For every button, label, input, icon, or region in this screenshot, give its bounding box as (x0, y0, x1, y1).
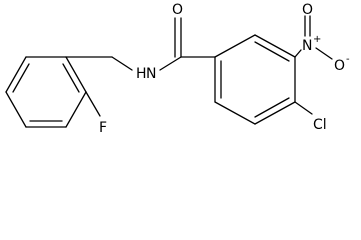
nitro-oxygen-single-bond (315, 47, 333, 60)
ch2-n-bond (111, 56, 133, 71)
nitro-nitrogen-label: N (302, 38, 312, 54)
ring-double-bond (12, 63, 30, 93)
ring-double-bond (254, 41, 290, 62)
structure-canvas: F H N O N + O O - Cl (5, 2, 350, 136)
ring-bond (214, 101, 256, 125)
ring-bond (254, 101, 296, 125)
ring-bond (5, 56, 27, 93)
chlorine-bond (294, 101, 313, 115)
fluorine-bond (85, 91, 101, 117)
amide-hydrogen-label: N (146, 66, 156, 82)
amide-nitrogen-label: H (136, 66, 147, 82)
nitro-oxygen-right-label: O (334, 58, 345, 74)
ring-double-bond (254, 97, 290, 118)
ring-bond (5, 91, 27, 128)
fluorine-atom-label: F (99, 120, 107, 136)
carbonyl-oxygen-label: O (172, 2, 183, 18)
nitro-plus-charge: + (313, 34, 321, 45)
ring-bond (65, 91, 87, 128)
chemical-structure: F H N O N + O O - Cl (5, 2, 350, 136)
ring-bond (65, 56, 87, 93)
nitro-bond (294, 49, 302, 58)
ring-double-bond (62, 63, 80, 93)
amide-bond (159, 56, 182, 71)
fluorophenyl-ring (5, 56, 87, 128)
ring-bond (214, 34, 256, 58)
nitro-oxygen-top-label: O (302, 2, 313, 18)
chloronitrophenyl-ring (214, 34, 296, 125)
chlorine-atom-label: Cl (313, 117, 327, 133)
ring-bond (254, 34, 296, 58)
nitro-minus-charge: - (346, 54, 350, 65)
